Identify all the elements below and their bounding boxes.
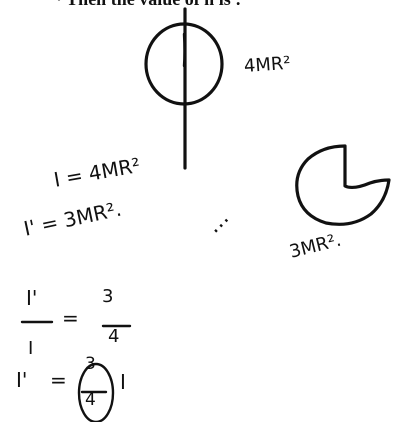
fraction-equals: = xyxy=(62,306,79,330)
fraction-top: I' xyxy=(26,286,38,310)
final-fraction-circle xyxy=(77,362,115,422)
fraction-bottom: I xyxy=(28,338,34,359)
final-fraction-bottom: 4 xyxy=(85,390,96,410)
fraction-number-bottom: 4 xyxy=(108,326,120,347)
fraction-number-top: 3 xyxy=(102,286,114,307)
left-disc-label: 4MR² xyxy=(243,52,292,77)
three-quarter-disc-shape xyxy=(295,144,391,226)
final-lhs: I' xyxy=(16,368,28,392)
header-text: · Then the value of n is : xyxy=(56,0,356,10)
full-disc-outline xyxy=(144,22,224,106)
final-fraction-top: 3 xyxy=(85,354,96,374)
disc-center-mark xyxy=(182,32,186,68)
final-rhs: I xyxy=(120,370,126,394)
final-equals: = xyxy=(50,368,67,392)
